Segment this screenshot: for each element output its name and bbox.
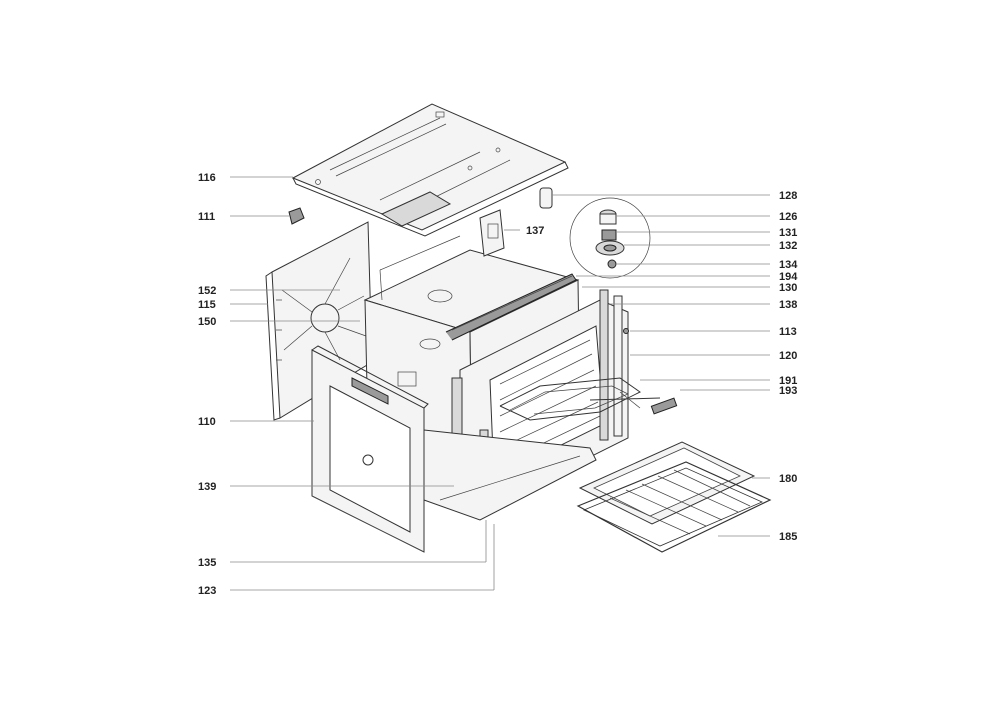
label-152: 152 [198, 285, 216, 297]
baking-tray-part [578, 441, 756, 525]
label-185: 185 [779, 531, 797, 543]
label-116: 116 [198, 172, 216, 184]
bottom-plate-part [423, 429, 597, 521]
lamp-assembly-part [569, 197, 651, 279]
label-150: 150 [198, 316, 216, 328]
label-134: 134 [779, 259, 798, 271]
label-126: 126 [779, 211, 797, 223]
wire-shelf-part [576, 461, 772, 553]
label-193: 193 [779, 385, 797, 397]
label-135: 135 [198, 557, 216, 569]
bracket-clip-part [288, 207, 305, 225]
label-113: 113 [779, 326, 797, 338]
top-heating-element-part [445, 273, 577, 341]
label-130: 130 [779, 282, 797, 294]
label-194: 194 [779, 271, 798, 283]
label-139: 139 [198, 481, 216, 493]
label-132: 132 [779, 240, 797, 252]
label-115: 115 [198, 299, 216, 311]
label-137: 137 [526, 225, 544, 237]
leader-lines [230, 176, 770, 591]
mounting-bracket-part [479, 209, 505, 257]
label-128: 128 [779, 190, 797, 202]
top-cover-part [291, 103, 569, 237]
label-110: 110 [198, 416, 216, 428]
grill-element-part [499, 377, 641, 421]
label-180: 180 [779, 473, 797, 485]
oven-door-part [311, 345, 429, 553]
label-123: 123 [198, 585, 216, 597]
label-138: 138 [779, 299, 797, 311]
part-labels: 116 111 152 115 150 110 139 135 123 128 … [198, 172, 798, 597]
lamp-cover-part [539, 187, 553, 209]
rotisserie-spit-part [589, 391, 678, 415]
label-191: 191 [779, 375, 797, 387]
label-131: 131 [779, 227, 797, 239]
screw-part [623, 328, 629, 334]
label-120: 120 [779, 350, 797, 362]
label-111: 111 [198, 211, 215, 223]
